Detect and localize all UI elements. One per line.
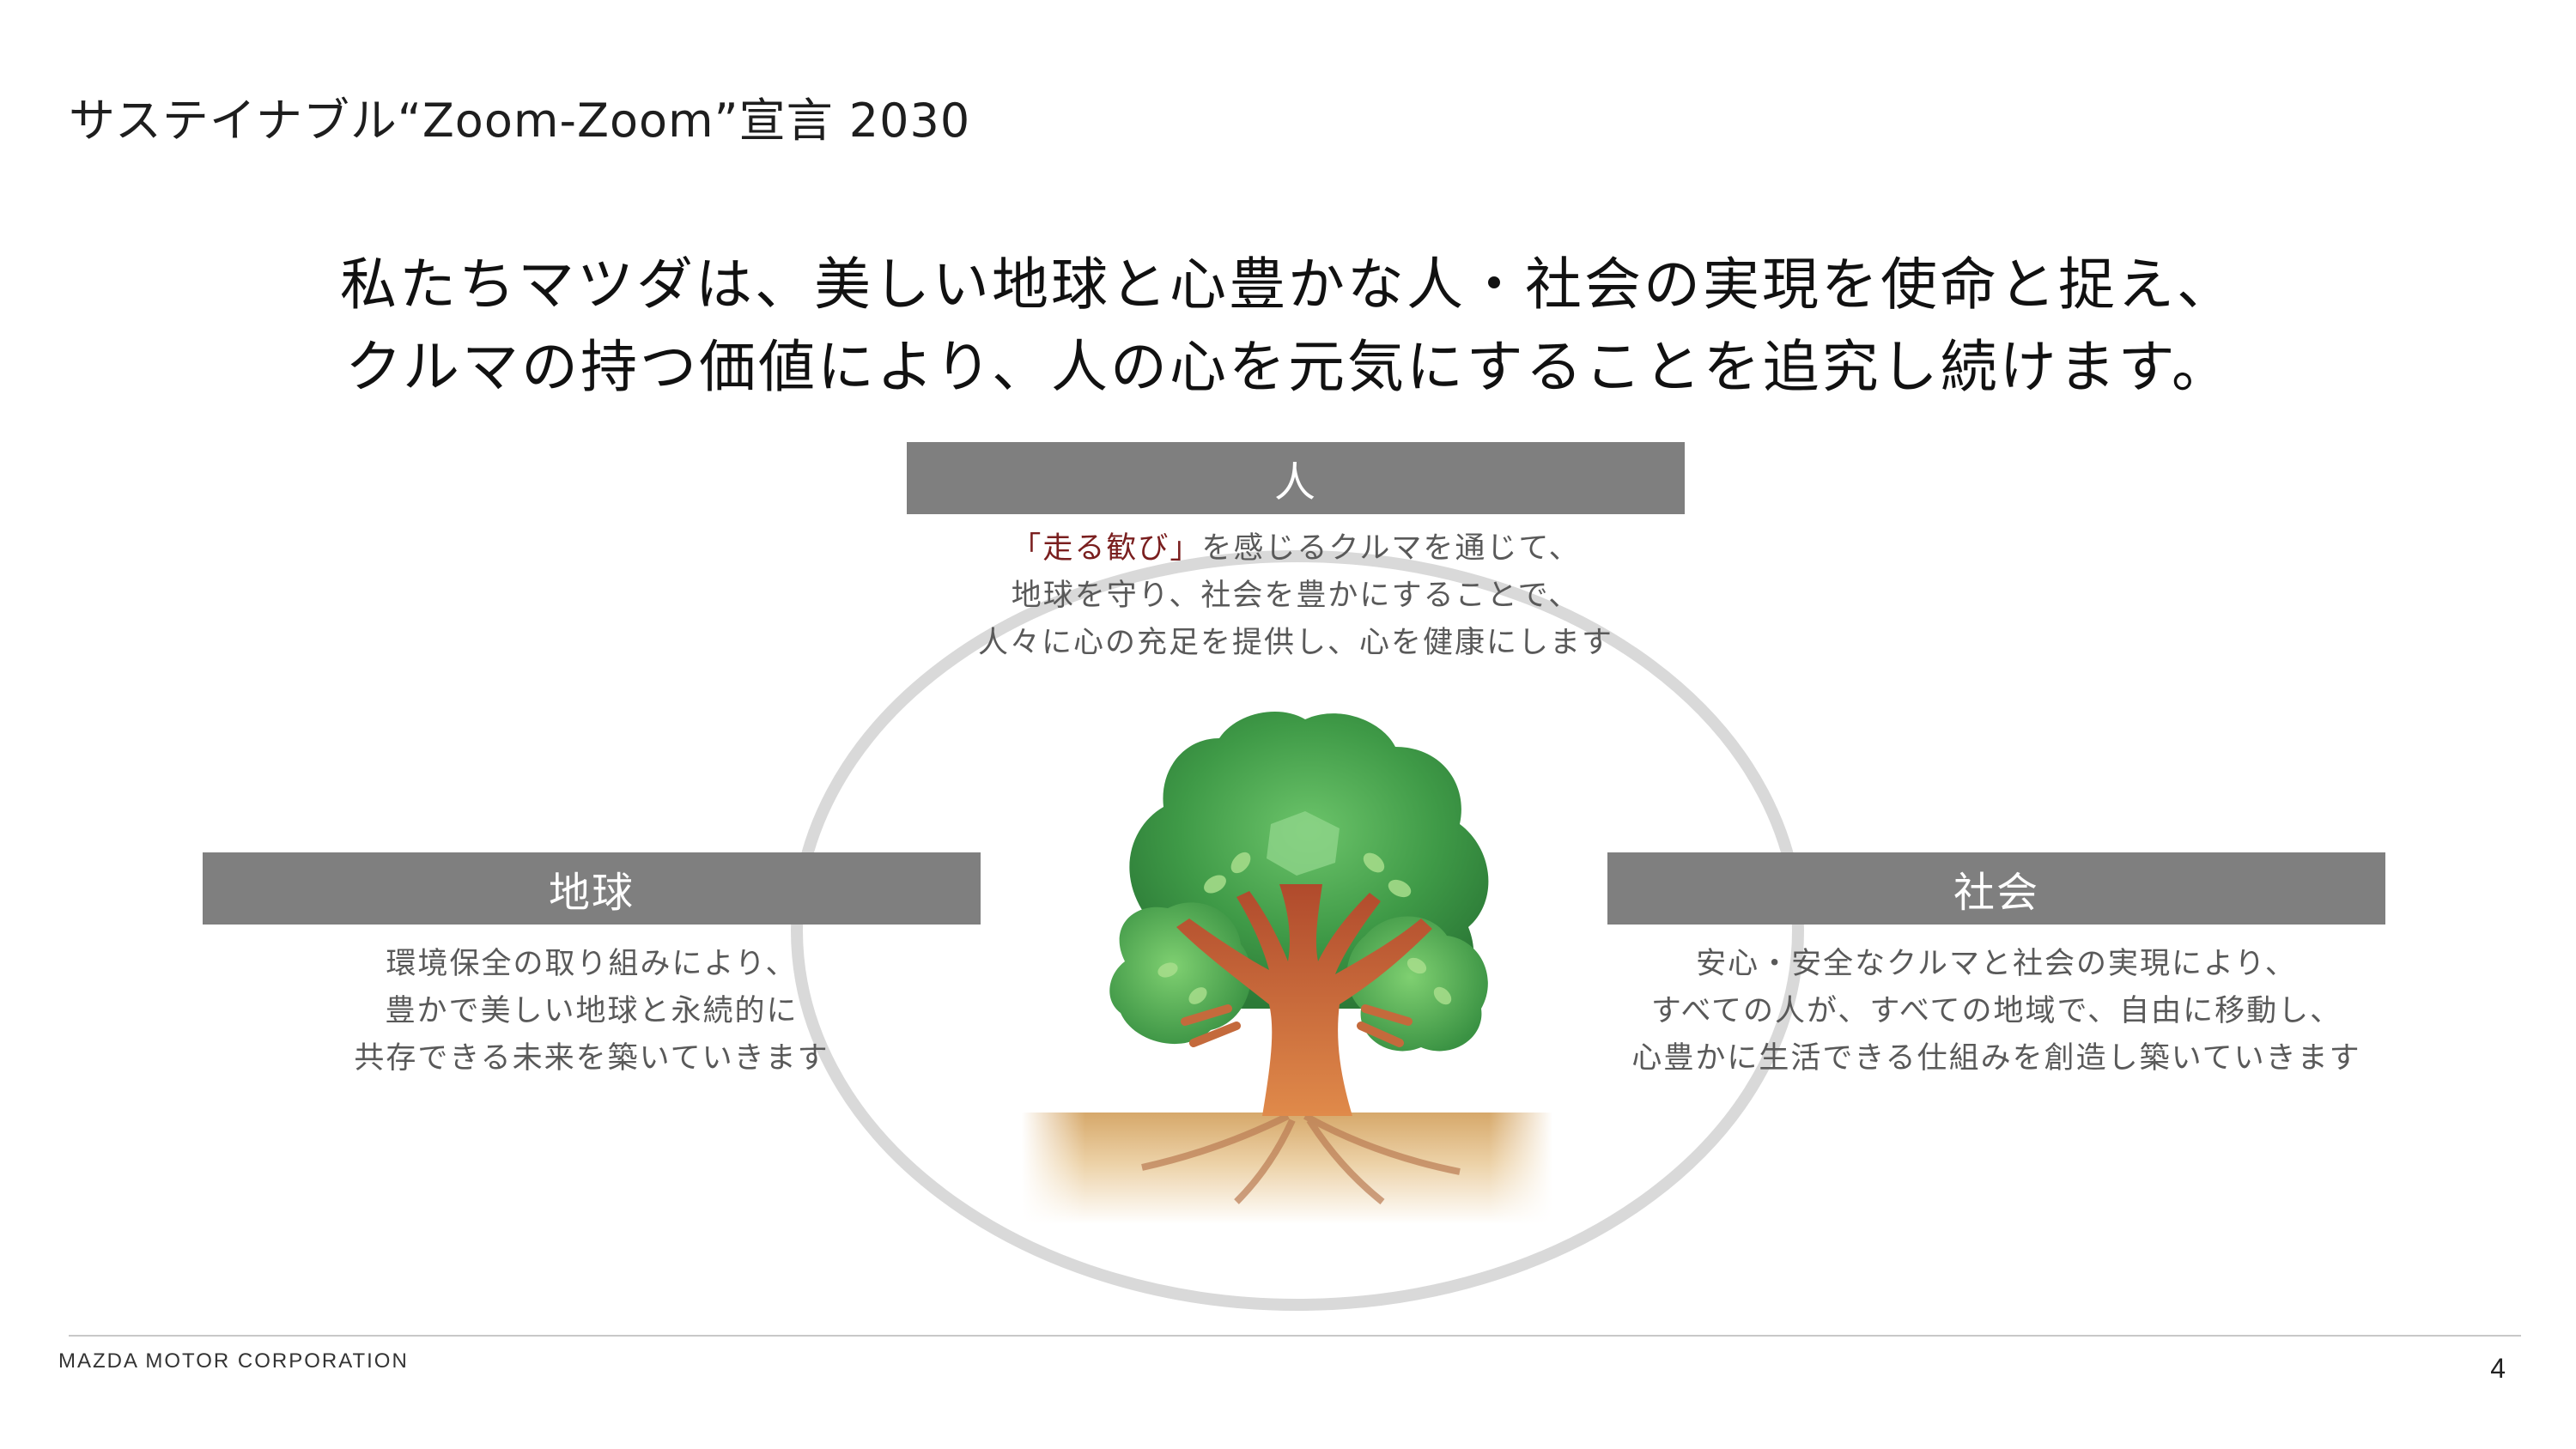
footer-company-name: MAZDA MOTOR CORPORATION bbox=[58, 1349, 409, 1373]
society-desc-line-1: 安心・安全なクルマと社会の実現により、 bbox=[1696, 947, 2297, 981]
society-description: 安心・安全なクルマと社会の実現により、 すべての人が、すべての地域で、自由に移動… bbox=[1607, 941, 2385, 1082]
society-label-bar: 社会 bbox=[1607, 852, 2385, 925]
earth-description: 環境保全の取り組みにより、 豊かで美しい地球と永続的に 共存できる未来を築いてい… bbox=[203, 941, 981, 1082]
people-description: 「走る歓び」を感じるクルマを通じて、 地球を守り、社会を豊かにすることで、 人々… bbox=[907, 525, 1685, 667]
people-label-bar: 人 bbox=[907, 442, 1685, 514]
headline-line-2: クルマの持つ価値により、人の心を元気にすることを追究し続けます。 bbox=[344, 334, 2232, 400]
people-desc-line-3: 人々に心の充足を提供し、心を健康にします bbox=[977, 626, 1613, 660]
society-desc-line-3: 心豊かに生活できる仕組みを創造し築いていきます bbox=[1631, 1041, 2361, 1076]
earth-desc-line-1: 環境保全の取り組みにより、 bbox=[386, 947, 798, 981]
society-label: 社会 bbox=[1953, 869, 2039, 917]
earth-label: 地球 bbox=[548, 869, 635, 917]
value-circle bbox=[791, 550, 1804, 1311]
people-desc-line-2: 地球を守り、社会を豊かにすることで、 bbox=[1011, 579, 1581, 613]
joy-of-driving-highlight: 「走る歓び」 bbox=[1011, 531, 1202, 566]
earth-label-bar: 地球 bbox=[203, 852, 981, 925]
tree-icon bbox=[1022, 712, 1552, 1224]
headline-line-1: 私たちマツダは、美しい地球と心豊かな人・社会の実現を使命と捉え、 bbox=[340, 252, 2236, 318]
footer-divider bbox=[69, 1335, 2521, 1337]
slide-title: サステイナブル“Zoom-Zoom”宣言 2030 bbox=[69, 94, 971, 148]
earth-desc-line-2: 豊かで美しい地球と永続的に bbox=[385, 994, 799, 1028]
people-desc-line-1: 「走る歓び」を感じるクルマを通じて、 bbox=[1011, 531, 1581, 566]
page-number: 4 bbox=[2490, 1353, 2506, 1384]
society-desc-line-2: すべての人が、すべての地域で、自由に移動し、 bbox=[1650, 994, 2342, 1028]
earth-desc-line-3: 共存できる未来を築いていきます bbox=[354, 1041, 829, 1076]
people-label: 人 bbox=[1273, 458, 1317, 506]
